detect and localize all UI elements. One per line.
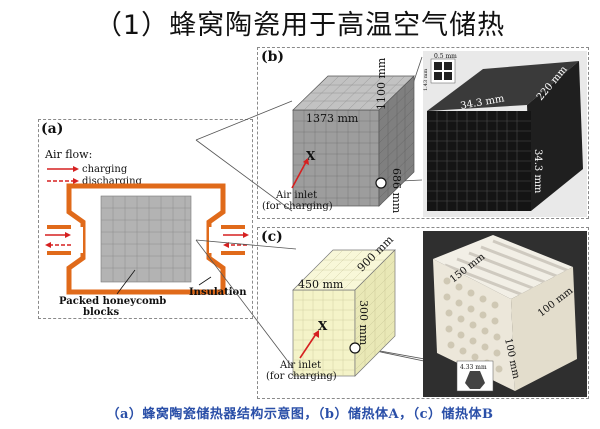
cube-b-x-mark: X — [318, 319, 328, 333]
cube-a-top — [292, 75, 415, 111]
panel-c-label: (c) — [261, 229, 283, 245]
cube-a-callout-circle — [375, 177, 387, 189]
photo-b-inset-dim: 4.33 mm — [460, 364, 487, 371]
packed-label-line2: blocks — [83, 307, 119, 318]
right-pipe — [209, 227, 245, 253]
legend-discharging-arrowhead — [73, 178, 79, 184]
honeycomb-block — [100, 195, 192, 283]
cube-b-callout-circle — [349, 342, 361, 354]
panel-a-label: (a) — [41, 121, 64, 137]
cube-a-dim-depth: 1100 mm — [375, 57, 388, 110]
panel-a: (a) Air flow: charging discharging — [38, 119, 253, 319]
honeycomb-photo-a: 0.5 mm 1.43 mm 34.3 mm 220 mm 34.3 mm — [423, 51, 587, 217]
photo-a-dim-h: 34.3 mm — [532, 149, 543, 194]
cube-a-side — [378, 75, 415, 207]
cube-b-front — [292, 289, 356, 377]
panel-c: (c) 450 mm 900 mm 300 mm X — [257, 227, 589, 399]
cube-a-inlet-l1: Air inlet — [275, 190, 317, 201]
storage-schematic: Air flow: charging discharging — [44, 148, 249, 318]
cube-b-inlet-arrow — [299, 333, 317, 359]
panel-b: (b) 1373 mm 1100 mm 686 — [257, 47, 589, 219]
cube-a: 1373 mm 1100 mm 686 mm X Air inlet (for … — [262, 57, 415, 214]
legend-charging: charging — [82, 164, 128, 175]
cube-a-dim-top: 1373 mm — [306, 112, 359, 125]
photo-a-side — [527, 61, 583, 211]
legend-discharging: discharging — [82, 176, 143, 187]
cube-b-side — [354, 249, 396, 377]
left-pipe — [47, 227, 83, 253]
cube-b-inlet-l2: (for charging) — [266, 371, 337, 382]
figure-caption: （a）蜂窝陶瓷储热器结构示意图，（b）储热体A，（c）储热体B — [106, 407, 494, 422]
cube-a-x-mark: X — [306, 149, 316, 163]
cube-a-dim-height: 686 mm — [390, 168, 403, 214]
honeycomb-photo-b: 4.33 mm 150 mm 100 mm 100 mm — [423, 231, 587, 397]
cube-b-inlet-l1: Air inlet — [279, 360, 321, 371]
photo-a-inset-top: 0.5 mm — [434, 53, 457, 60]
panel-b-label: (b) — [261, 49, 285, 65]
insulation-leader — [198, 276, 212, 286]
legend-title: Air flow: — [44, 148, 92, 161]
cube-a-front — [292, 109, 380, 207]
photo-a-top — [427, 61, 579, 111]
packed-label-line1: Packed honeycomb — [59, 296, 166, 307]
cube-b-dim-top: 450 mm — [298, 278, 344, 291]
cube-a-inlet-arrow — [291, 161, 307, 189]
legend-charging-arrowhead — [73, 166, 79, 172]
cube-b-dim-height: 300 mm — [357, 300, 370, 346]
cube-a-inlet-l2: (for charging) — [262, 201, 333, 212]
page-title: （1）蜂窝陶瓷用于高温空气储热 — [94, 10, 506, 41]
insulation-label: Insulation — [189, 287, 247, 298]
cube-b: 450 mm 900 mm 300 mm X Air inlet (for ch… — [266, 233, 396, 382]
photo-a-inset-side: 1.43 mm — [423, 69, 429, 91]
packed-leader — [116, 269, 136, 295]
photo-b-side — [511, 267, 577, 391]
